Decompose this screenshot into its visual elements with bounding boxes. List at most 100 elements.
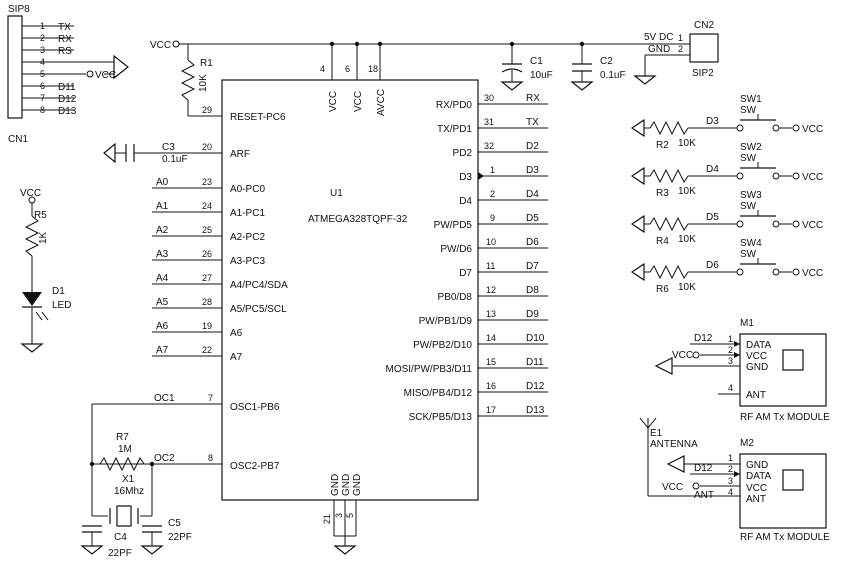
u1-right-pin-name: PW/PD5	[434, 220, 473, 231]
vcc-label: VCC	[150, 40, 171, 51]
u1-part: ATMEGA328TQPF-32	[308, 214, 408, 225]
cn1-pin-num: 7	[40, 93, 45, 103]
u1-left-pin-name: A2-PC2	[230, 232, 265, 243]
m1-pin-num: 3	[728, 356, 733, 366]
sw-vcc-label: VCC	[802, 172, 823, 183]
d1-value: LED	[52, 300, 71, 311]
m1-caption: RF AM Tx MODULE	[740, 412, 830, 423]
switch-row-3	[630, 210, 800, 234]
c4-ref: C4	[114, 532, 127, 543]
u1-right-pin-name: PD2	[453, 148, 473, 159]
m1-net: D12	[694, 333, 713, 344]
u1-right-pin-name: PW/PB2/D10	[413, 340, 472, 351]
cn1-net-label: D12	[58, 94, 77, 105]
u1-left-net: A6	[156, 321, 169, 332]
switch-row-1	[630, 114, 800, 138]
u1-right-pin-num: 17	[486, 405, 496, 415]
cn2-net-label: GND	[648, 44, 670, 55]
u1-bottom-pin-name: GND	[352, 474, 363, 496]
r1-ref: R1	[200, 58, 213, 69]
c2-ref: C2	[600, 56, 613, 67]
r1-value: 10K	[198, 74, 209, 92]
u1-right-pin-name: TX/PD1	[437, 124, 472, 135]
u1-right-pin-name: PW/D6	[440, 244, 472, 255]
cn2-ref: CN2	[694, 20, 714, 31]
cn1-net-label: D13	[58, 106, 77, 117]
m2-ref: M2	[740, 438, 754, 449]
u1-right-pin-name: MISO/PB4/D12	[404, 388, 473, 399]
u1-right-pin-num: 1	[490, 165, 495, 175]
u1-right-pin-name: PW/PB1/D9	[419, 316, 473, 327]
u1-right-pin-num: 16	[486, 381, 496, 391]
u1-right-net: D10	[526, 333, 545, 344]
u1-left-pin-num: 29	[202, 105, 212, 115]
u1-right-net: RX	[526, 93, 540, 104]
sw-net: D5	[706, 212, 719, 223]
d1-ref: D1	[52, 286, 65, 297]
wiring	[7, 15, 827, 555]
u1-left-net: OC2	[154, 453, 175, 464]
u1-left-pin-name: A6	[230, 328, 243, 339]
cn2-pin-num: 2	[678, 44, 683, 54]
m1-pin-name: ANT	[746, 390, 766, 401]
u1-right-net: D8	[526, 285, 539, 296]
u1-left-pin-name: A7	[230, 352, 243, 363]
m2-pin-name: VCC	[746, 483, 767, 494]
u1-right-net: D13	[526, 405, 545, 416]
m2-ant-net: ANT	[694, 490, 714, 501]
sw-res-ref: R2	[656, 140, 669, 151]
sw-type: SW	[740, 201, 757, 212]
x1-ref: X1	[122, 474, 135, 485]
switch-row-2	[630, 162, 800, 186]
r7-value: 1M	[118, 444, 132, 455]
m1-body	[739, 333, 827, 407]
u1-left-pin-num: 23	[202, 177, 212, 187]
cn2-body	[689, 33, 719, 63]
u1-left-net: A0	[156, 177, 169, 188]
u1-right-net: D5	[526, 213, 539, 224]
sw-type: SW	[740, 249, 757, 260]
m2-pin-num: 2	[728, 464, 733, 474]
sw-net: D6	[706, 260, 719, 271]
sw-vcc-label: VCC	[802, 268, 823, 279]
u1-top-pin-num: 6	[345, 64, 350, 74]
u1-right-net: D12	[526, 381, 545, 392]
u1-bottom-pin-num: 21	[322, 514, 332, 524]
cn1-body	[7, 15, 23, 119]
u1-right-pin-num: 14	[486, 333, 496, 343]
c3-value: 0.1uF	[162, 154, 188, 165]
u1-right-pin-num: 31	[484, 117, 494, 127]
m1-pin-num: 4	[728, 383, 733, 393]
m2-pin-num: 3	[728, 476, 733, 486]
cn2-type: SIP2	[692, 68, 714, 79]
cn2-net-label: 5V DC	[644, 32, 673, 43]
m1-pin-name: VCC	[746, 351, 767, 362]
u1-right-pin-name: SCK/PB5/D13	[409, 412, 473, 423]
cn1-net-label: D11	[58, 82, 76, 93]
sw-vcc-label: VCC	[802, 124, 823, 135]
u1-left-pin-num: 7	[208, 393, 213, 403]
u1-top-pin-name: VCC	[328, 91, 339, 112]
m2-vcc-label: VCC	[662, 482, 683, 493]
u1-bottom-pin-name: GND	[341, 474, 352, 496]
u1-left-net: A2	[156, 225, 169, 236]
c2-value: 0.1uF	[600, 70, 626, 81]
u1-right-pin-num: 13	[486, 309, 496, 319]
u1-right-pin-num: 15	[486, 357, 496, 367]
sw-vcc-label: VCC	[802, 220, 823, 231]
u1-right-pin-num: 10	[486, 237, 496, 247]
m1-pin-num: 2	[728, 345, 733, 355]
u1-top-pin-num: 18	[368, 64, 378, 74]
cn1-net-label: RS	[58, 46, 72, 57]
c1-value: 10uF	[530, 70, 553, 81]
sw-ref: SW1	[740, 94, 762, 105]
sw-type: SW	[740, 105, 757, 116]
c5-ref: C5	[168, 518, 181, 529]
c3-ref: C3	[162, 142, 175, 153]
switch-row-4	[630, 258, 800, 282]
u1-left-pin-name: A1-PC1	[230, 208, 265, 219]
cn1-pin-num: 5	[40, 69, 45, 79]
sw-res-ref: R6	[656, 284, 669, 295]
u1-right-pin-name: RX/PD0	[436, 100, 473, 111]
